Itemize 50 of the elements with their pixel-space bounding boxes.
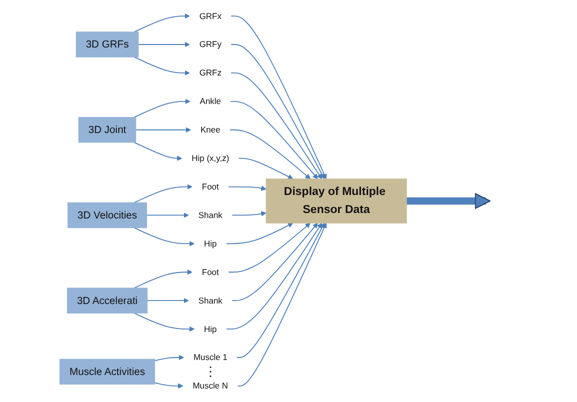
node-text: GRFy — [199, 39, 222, 50]
arrow — [237, 222, 327, 386]
node-text: Foot — [202, 266, 219, 277]
node-text: GRFx — [199, 10, 222, 21]
arrow — [230, 16, 327, 180]
arrow — [228, 222, 310, 273]
arrow — [146, 212, 189, 218]
arrow — [134, 227, 194, 246]
arrow — [134, 312, 194, 332]
arrow — [230, 72, 322, 180]
arrow — [138, 42, 190, 48]
node-text: Hip (x,y,z) — [192, 153, 230, 163]
node-text: Shank — [198, 295, 222, 306]
arrow — [228, 186, 266, 191]
node-text: Foot — [202, 182, 219, 192]
node-text: Muscle 1 — [193, 352, 228, 362]
arrow — [135, 127, 191, 133]
node-box: 3D Accelerati — [66, 288, 148, 314]
arrow — [134, 184, 192, 204]
node-box: 3D Joint — [78, 117, 136, 143]
node-text: Shank — [198, 210, 222, 220]
arrow — [226, 222, 294, 244]
arrow — [134, 98, 190, 118]
node-text: Muscle N — [192, 380, 228, 390]
node-text: Hip — [204, 324, 217, 334]
arrow — [238, 158, 294, 180]
node-box: 3D Velocities — [67, 202, 147, 228]
arrow — [154, 354, 184, 362]
arrow — [236, 222, 325, 358]
node-text: Hip — [204, 238, 217, 248]
node-box: Display of Multiple Sensor Data — [266, 178, 407, 224]
node-box: Muscle Activities — [59, 358, 155, 385]
arrow — [405, 193, 490, 209]
arrow — [232, 211, 266, 216]
arrow — [154, 382, 184, 389]
arrow — [229, 129, 310, 180]
arrow — [134, 142, 182, 161]
arrow — [134, 269, 192, 288]
arrow — [134, 13, 190, 32]
node-text: Ankle — [200, 96, 221, 106]
node-text: GRFz — [199, 68, 222, 78]
node-box: 3D GRFs — [76, 32, 139, 58]
arrow — [232, 222, 318, 302]
arrow — [226, 222, 322, 330]
arrow — [230, 100, 318, 180]
vertical-ellipsis: ⋮ — [204, 365, 217, 378]
node-text: Knee — [200, 124, 220, 134]
arrow — [230, 44, 325, 180]
arrow — [134, 56, 190, 76]
arrow — [146, 298, 189, 304]
